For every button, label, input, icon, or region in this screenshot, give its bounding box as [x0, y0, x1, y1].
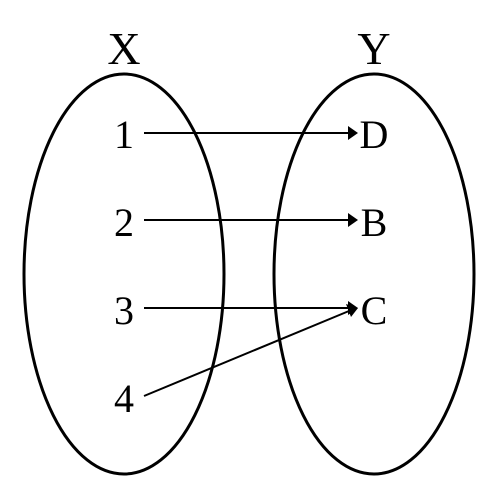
set-x-title: X: [107, 23, 140, 74]
set-y-title: Y: [357, 23, 390, 74]
element-2: 2: [114, 200, 134, 245]
element-b: B: [361, 200, 388, 245]
element-c: C: [361, 288, 388, 333]
element-1: 1: [114, 112, 134, 157]
element-3: 3: [114, 288, 134, 333]
element-d: D: [360, 112, 389, 157]
set-x-ellipse: [22, 72, 226, 476]
arrow-4-to-c: [143, 310, 350, 397]
arrowhead-4-to-c: [346, 304, 358, 317]
arrowhead-1-to-d: [348, 126, 358, 140]
set-y-ellipse: [272, 72, 476, 476]
arrowhead-2-to-b: [348, 213, 358, 227]
element-4: 4: [114, 376, 134, 421]
